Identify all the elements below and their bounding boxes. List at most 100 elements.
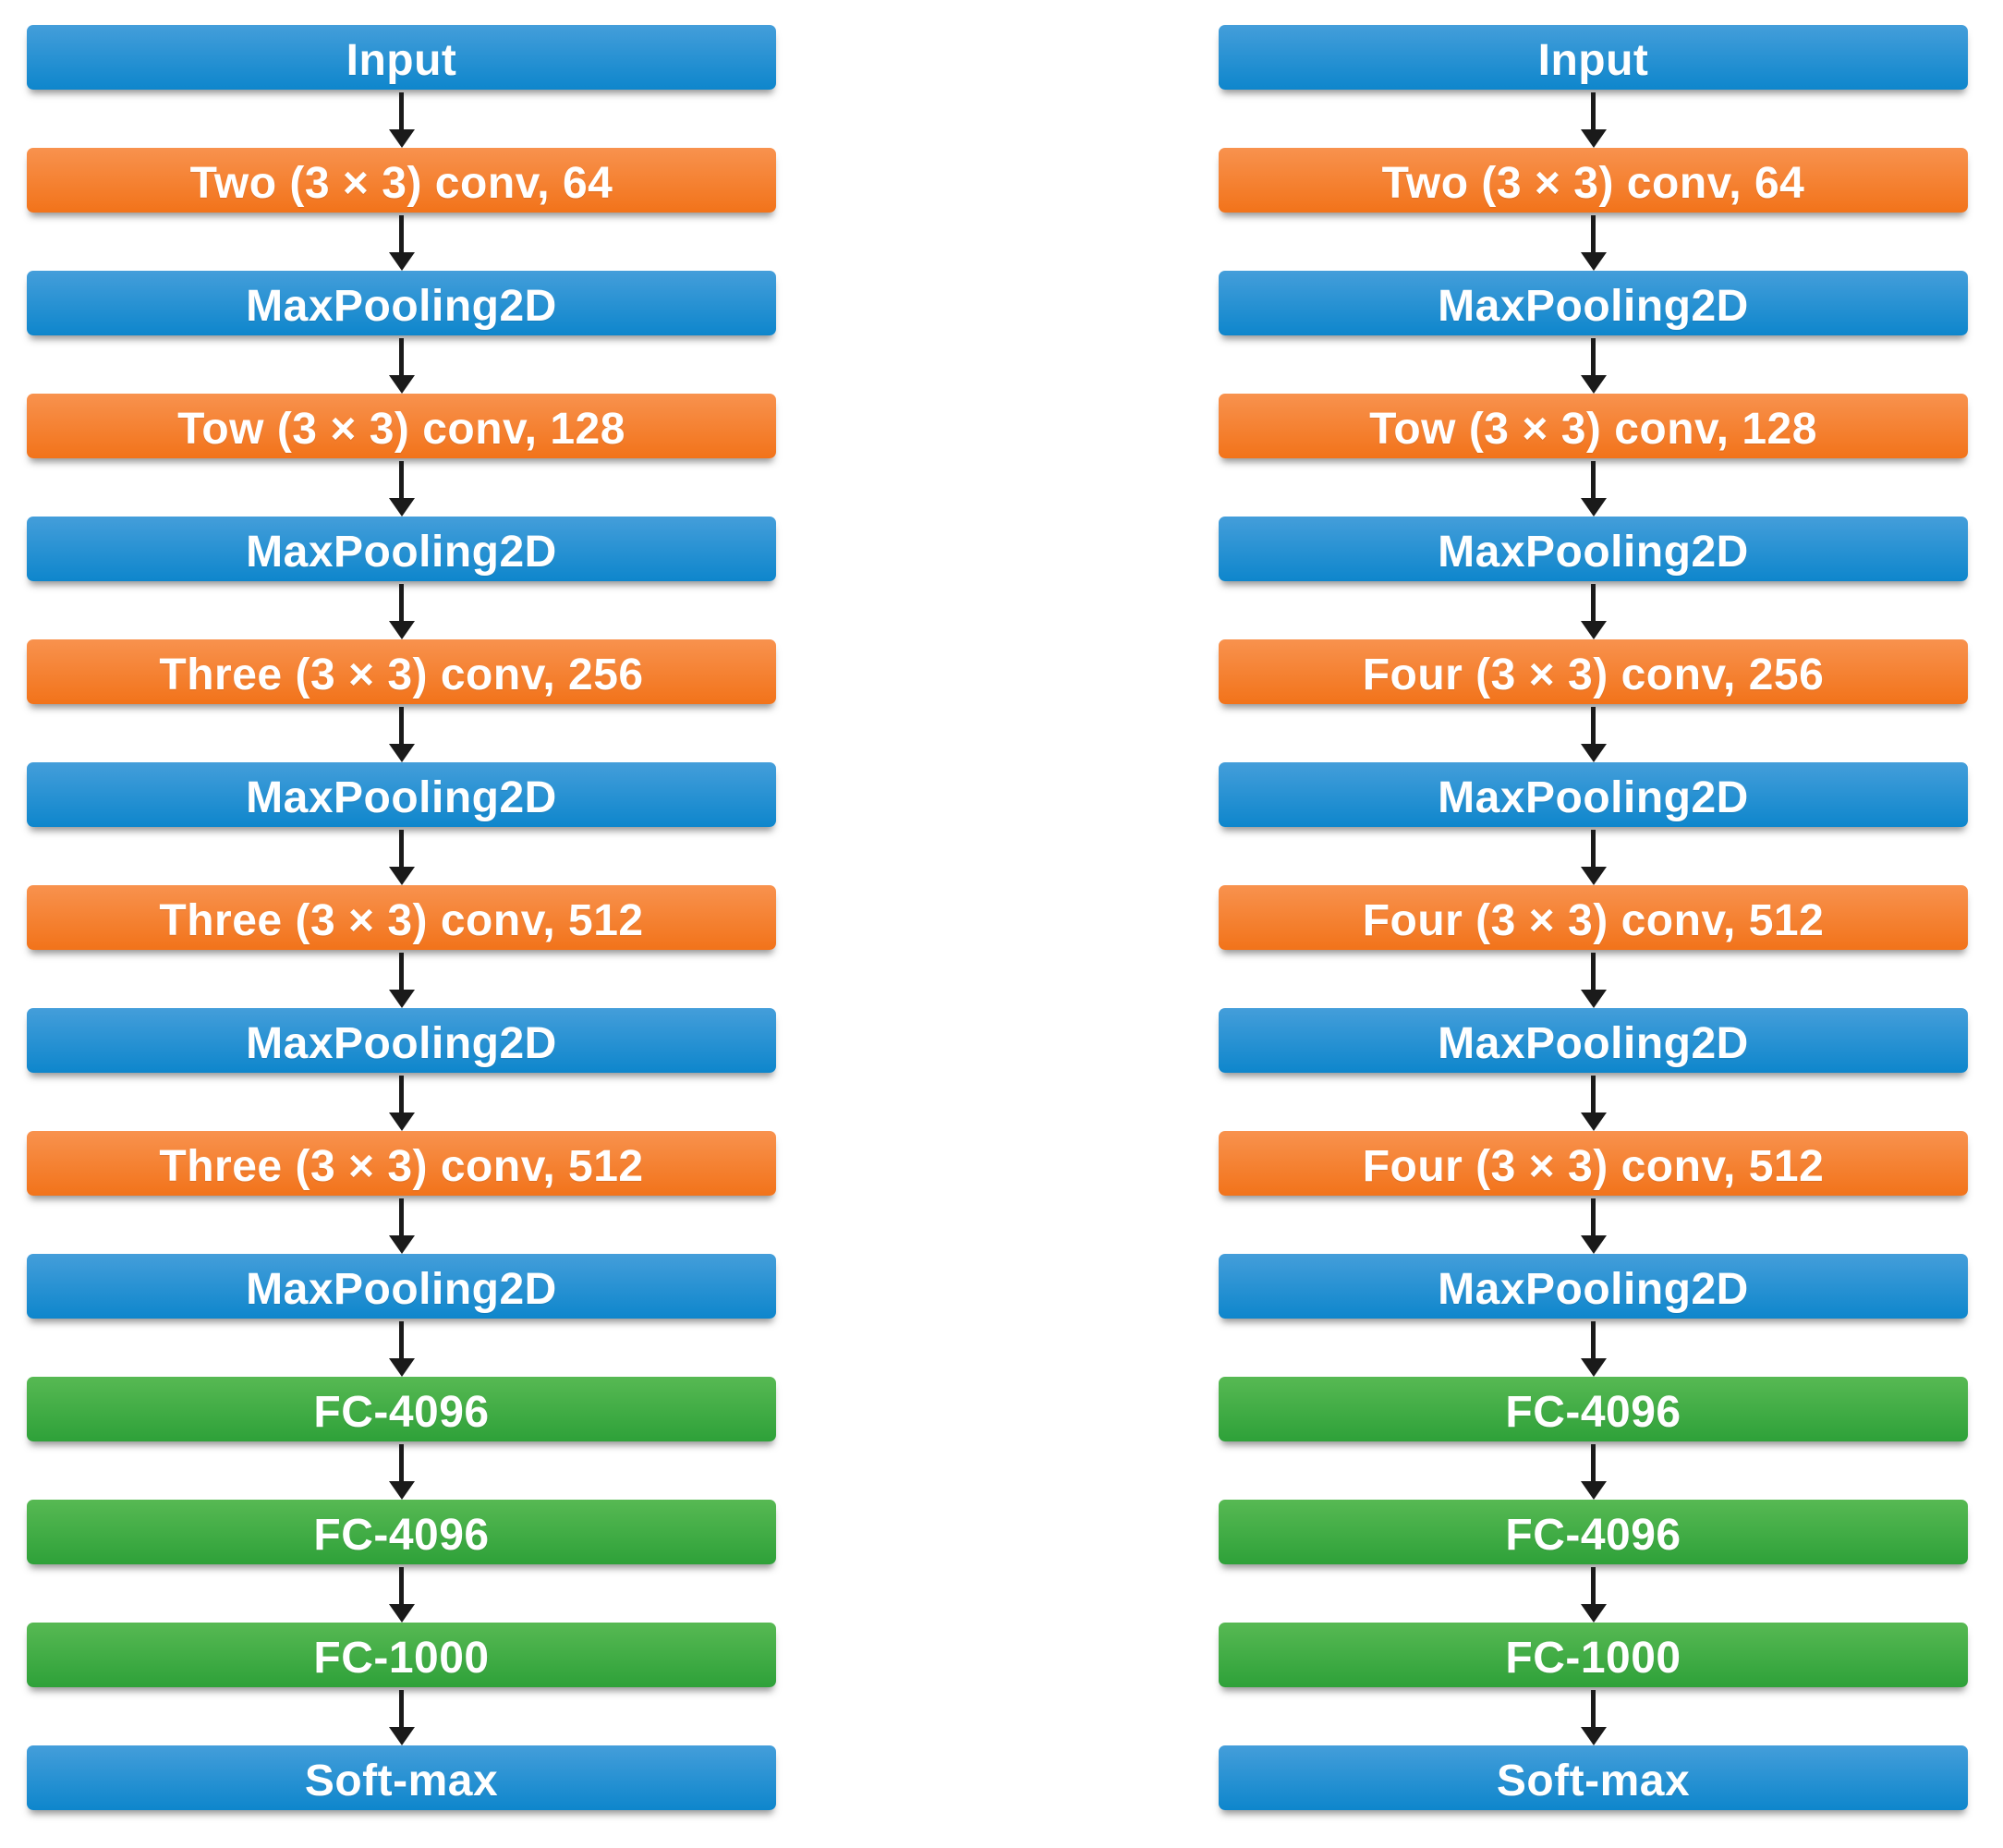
down-arrow-icon: [1219, 1564, 1968, 1623]
flow-node-maxpooling2d: MaxPooling2D: [27, 1254, 776, 1319]
flow-node-maxpooling2d: MaxPooling2D: [1219, 271, 1968, 335]
arrow-head: [1580, 1604, 1607, 1623]
arrow-head: [1580, 1481, 1607, 1500]
arrow-shaft: [1591, 1076, 1596, 1113]
down-arrow-icon: [27, 458, 776, 517]
down-arrow-icon: [27, 213, 776, 271]
down-arrow-icon: [27, 1564, 776, 1623]
flow-node-input: Input: [1219, 25, 1968, 90]
arrow-head: [388, 621, 415, 639]
arrow-head: [1580, 621, 1607, 639]
arrow-head: [388, 129, 415, 148]
flow-node-maxpooling2d: MaxPooling2D: [1219, 762, 1968, 827]
flow-node-maxpooling2d: MaxPooling2D: [1219, 1008, 1968, 1073]
down-arrow-icon: [1219, 950, 1968, 1008]
down-arrow-icon: [27, 581, 776, 639]
arrow-shaft: [1591, 461, 1596, 499]
arrow-head: [1580, 129, 1607, 148]
arrow-head: [1580, 867, 1607, 885]
arrow-head: [388, 1112, 415, 1131]
arrow-shaft: [1591, 92, 1596, 130]
down-arrow-icon: [1219, 458, 1968, 517]
flow-node-soft-max: Soft-max: [27, 1745, 776, 1810]
arrow-head: [1580, 498, 1607, 517]
arrow-shaft: [1591, 1321, 1596, 1359]
down-arrow-icon: [27, 704, 776, 762]
down-arrow-icon: [1219, 581, 1968, 639]
arrow-shaft: [1591, 215, 1596, 253]
down-arrow-icon: [27, 950, 776, 1008]
arrow-head: [388, 252, 415, 271]
down-arrow-icon: [27, 1441, 776, 1500]
arrow-shaft: [1591, 1198, 1596, 1236]
arrow-shaft: [399, 830, 404, 868]
arrow-head: [388, 744, 415, 762]
flow-node-tow-3-3-conv-128: Tow (3 × 3) conv, 128: [27, 394, 776, 458]
flow-node-fc-1000: FC-1000: [27, 1623, 776, 1687]
arrow-shaft: [399, 1198, 404, 1236]
arrow-shaft: [399, 953, 404, 991]
flow-node-maxpooling2d: MaxPooling2D: [27, 1008, 776, 1073]
arrow-head: [388, 990, 415, 1008]
arrow-shaft: [399, 92, 404, 130]
arrow-shaft: [399, 584, 404, 622]
down-arrow-icon: [1219, 827, 1968, 885]
arrow-head: [388, 1604, 415, 1623]
down-arrow-icon: [1219, 335, 1968, 394]
arrow-head: [388, 375, 415, 394]
arrow-head: [1580, 1112, 1607, 1131]
arrow-head: [388, 867, 415, 885]
flow-node-three-3-3-conv-256: Three (3 × 3) conv, 256: [27, 639, 776, 704]
down-arrow-icon: [1219, 1441, 1968, 1500]
arrow-shaft: [1591, 830, 1596, 868]
arrow-shaft: [399, 1567, 404, 1605]
arrow-head: [388, 1235, 415, 1254]
arrow-head: [1580, 252, 1607, 271]
down-arrow-icon: [27, 1687, 776, 1745]
flow-node-three-3-3-conv-512: Three (3 × 3) conv, 512: [27, 1131, 776, 1196]
flow-node-input: Input: [27, 25, 776, 90]
arrow-shaft: [1591, 707, 1596, 745]
flow-node-fc-1000: FC-1000: [1219, 1623, 1968, 1687]
arrow-shaft: [1591, 338, 1596, 376]
arrow-head: [1580, 744, 1607, 762]
flow-node-tow-3-3-conv-128: Tow (3 × 3) conv, 128: [1219, 394, 1968, 458]
arrow-shaft: [1591, 1690, 1596, 1728]
down-arrow-icon: [27, 1196, 776, 1254]
down-arrow-icon: [27, 1319, 776, 1377]
arrow-head: [1580, 1235, 1607, 1254]
down-arrow-icon: [27, 1073, 776, 1131]
flow-node-four-3-3-conv-256: Four (3 × 3) conv, 256: [1219, 639, 1968, 704]
down-arrow-icon: [1219, 1073, 1968, 1131]
arrow-head: [388, 1358, 415, 1377]
down-arrow-icon: [27, 90, 776, 148]
arrow-head: [388, 1481, 415, 1500]
flow-node-fc-4096: FC-4096: [27, 1377, 776, 1441]
flow-node-two-3-3-conv-64: Two (3 × 3) conv, 64: [1219, 148, 1968, 213]
down-arrow-icon: [1219, 213, 1968, 271]
arrow-shaft: [399, 338, 404, 376]
flow-node-maxpooling2d: MaxPooling2D: [27, 517, 776, 581]
arrow-shaft: [399, 461, 404, 499]
flow-node-maxpooling2d: MaxPooling2D: [1219, 1254, 1968, 1319]
arrow-head: [388, 498, 415, 517]
arrow-shaft: [399, 1444, 404, 1482]
flow-node-two-3-3-conv-64: Two (3 × 3) conv, 64: [27, 148, 776, 213]
arrow-head: [388, 1727, 415, 1745]
arrow-shaft: [399, 1690, 404, 1728]
arrow-head: [1580, 375, 1607, 394]
arrow-shaft: [399, 1076, 404, 1113]
flow-node-four-3-3-conv-512: Four (3 × 3) conv, 512: [1219, 1131, 1968, 1196]
arrow-shaft: [399, 707, 404, 745]
flow-node-fc-4096: FC-4096: [27, 1500, 776, 1564]
flow-node-fc-4096: FC-4096: [1219, 1500, 1968, 1564]
flow-node-three-3-3-conv-512: Three (3 × 3) conv, 512: [27, 885, 776, 950]
down-arrow-icon: [1219, 704, 1968, 762]
down-arrow-icon: [1219, 1687, 1968, 1745]
arrow-head: [1580, 990, 1607, 1008]
down-arrow-icon: [1219, 1196, 1968, 1254]
down-arrow-icon: [27, 335, 776, 394]
arrow-head: [1580, 1727, 1607, 1745]
flow-node-soft-max: Soft-max: [1219, 1745, 1968, 1810]
arrow-shaft: [1591, 953, 1596, 991]
